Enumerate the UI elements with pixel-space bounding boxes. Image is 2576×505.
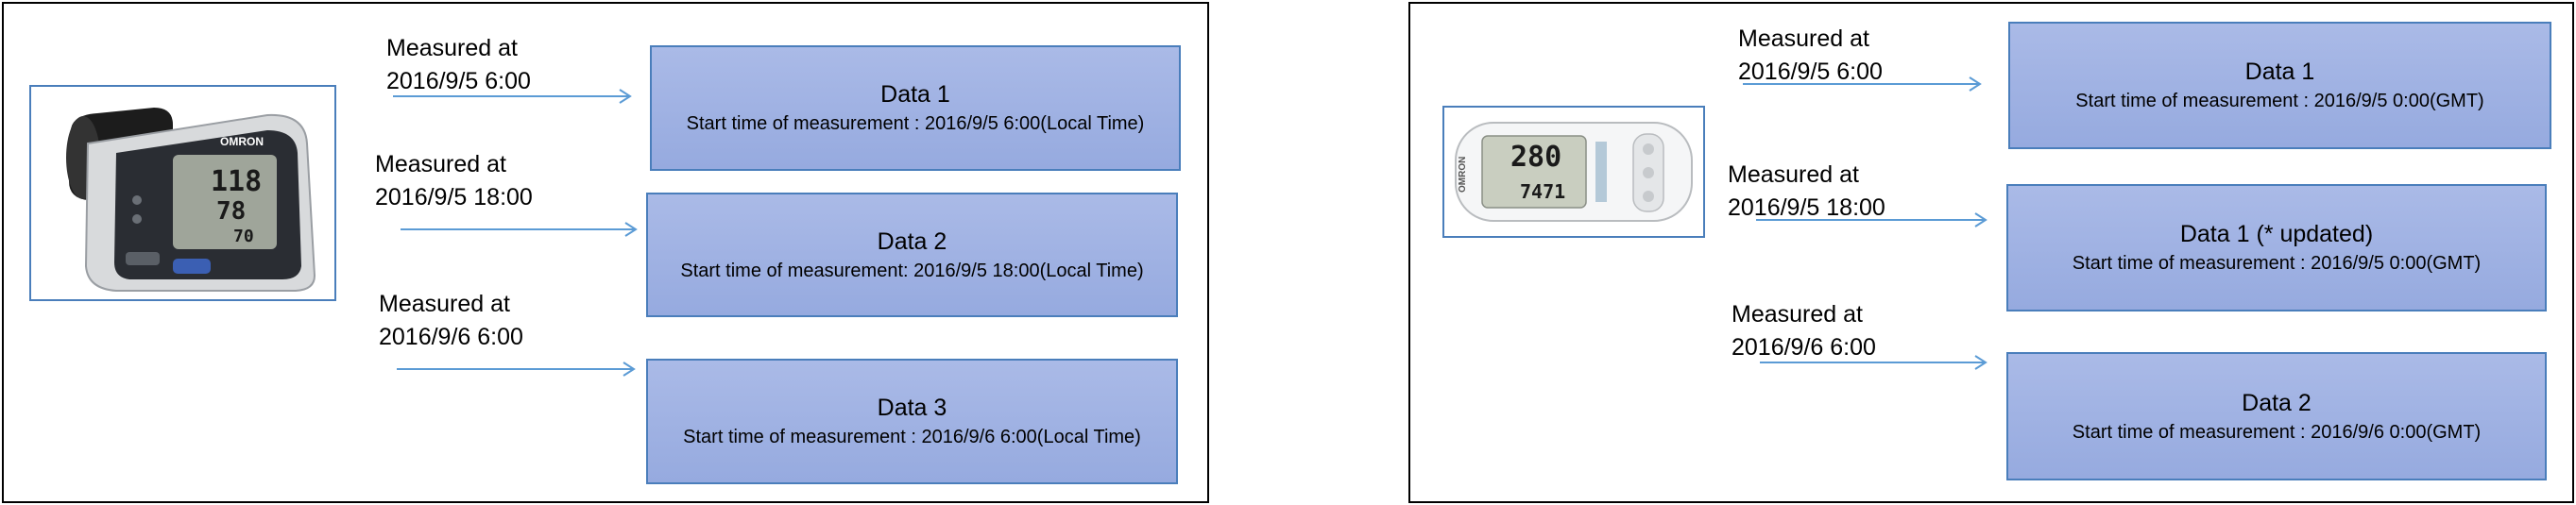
left-panel: 118 78 70 OMRON Measured at 2016/9/5 6:0…: [2, 2, 1209, 503]
measurement-label-3: Measured at 2016/9/6 6:00: [379, 291, 523, 350]
data-box-start-time: Start time of measurement : 2016/9/5 0:0…: [2072, 253, 2482, 274]
arrow-icon: [397, 362, 636, 377]
tracker-brand-logo: OMRON: [1458, 157, 1468, 193]
data-box-start-time: Start time of measurement : 2016/9/6 0:0…: [2072, 421, 2482, 443]
data-box-2: Data 2 Start time of measurement: 2016/9…: [646, 193, 1178, 317]
data-box-title: Data 3: [877, 395, 947, 421]
arrow-icon: [393, 89, 632, 104]
data-box-2: Data 1 (* updated) Start time of measure…: [2006, 184, 2547, 311]
data-box-1: Data 1 Start time of measurement : 2016/…: [2008, 22, 2551, 149]
bp-reading-3: 70: [233, 227, 254, 246]
data-box-title: Data 2: [877, 227, 947, 255]
data-box-title: Data 2: [2242, 389, 2312, 416]
bp-brand-logo: OMRON: [220, 135, 264, 148]
data-box-start-time: Start time of measurement : 2016/9/5 6:0…: [686, 113, 1145, 134]
measurement-label-1: Measured at 2016/9/5 6:00: [386, 35, 531, 94]
tracker-reading-2: 7471: [1520, 180, 1565, 203]
arrow-icon: [1760, 355, 1987, 370]
activity-tracker-icon: 280 7471 OMRON: [1455, 122, 1693, 222]
arrow-icon: [1756, 212, 1987, 227]
data-box-start-time: Start time of measurement : 2016/9/5 0:0…: [2075, 91, 2484, 111]
data-box-title: Data 1: [2244, 59, 2315, 85]
measurement-label-2: Measured at 2016/9/5 18:00: [375, 151, 533, 210]
measurement-label-3: Measured at 2016/9/6 6:00: [1732, 301, 1876, 361]
bp-reading-2: 78: [216, 197, 246, 226]
arrow-icon: [1743, 76, 1982, 92]
data-box-title: Data 1 (* updated): [2179, 221, 2374, 247]
measurement-label-1: Measured at 2016/9/5 6:00: [1738, 25, 1883, 85]
data-box-1: Data 1 Start time of measurement : 2016/…: [650, 45, 1181, 171]
blood-pressure-monitor-image: 118 78 70 OMRON: [29, 85, 336, 301]
data-box-title: Data 1: [880, 81, 950, 108]
data-box-3: Data 2 Start time of measurement : 2016/…: [2006, 352, 2547, 480]
data-box-start-time: Start time of measurement: 2016/9/5 18:0…: [680, 260, 1144, 281]
activity-tracker-image: 280 7471 OMRON: [1442, 106, 1705, 238]
blood-pressure-monitor-icon: 118 78 70 OMRON: [66, 108, 316, 292]
data-box-start-time: Start time of measurement : 2016/9/6 6:0…: [683, 427, 1141, 447]
bp-reading-1: 118: [211, 165, 262, 198]
data-box-3: Data 3 Start time of measurement : 2016/…: [646, 359, 1178, 484]
right-panel: 280 7471 OMRON Measured at 2016/9/5 6:00…: [1408, 2, 2574, 503]
measurement-label-2: Measured at 2016/9/5 18:00: [1728, 161, 1885, 221]
tracker-reading-1: 280: [1510, 141, 1561, 174]
arrow-icon: [401, 222, 638, 237]
